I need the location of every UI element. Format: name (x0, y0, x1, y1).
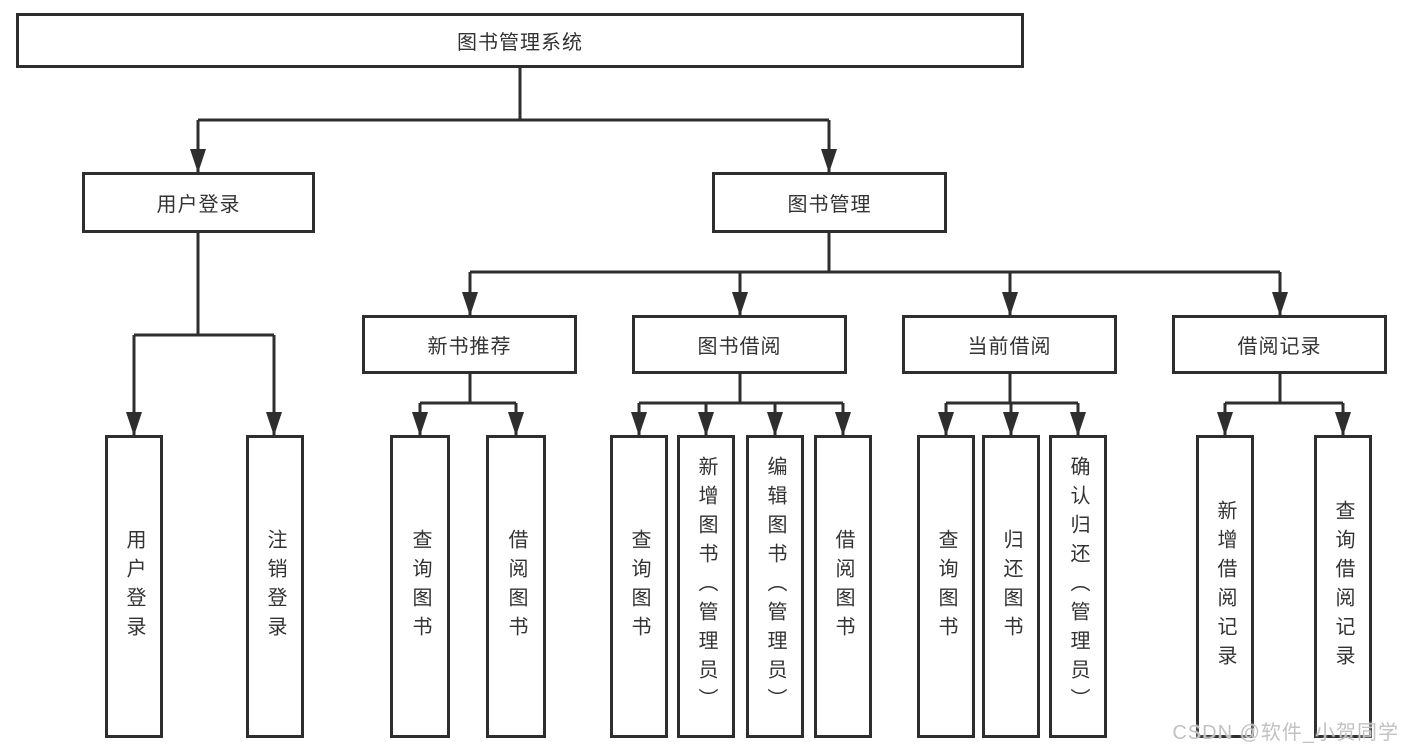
leaf-current-query-books-label: 查询图书 (935, 528, 957, 645)
leaf-current-query-books: 查询图书 (917, 435, 975, 738)
node-book-management-label: 图书管理 (787, 194, 872, 216)
leaf-logout-login-label: 注销登录 (264, 528, 286, 645)
leaf-return-books: 归还图书 (982, 435, 1040, 738)
node-new-book-recommend-label: 新书推荐 (427, 336, 512, 358)
leaf-edit-books-admin-label: 编辑图书（管理员） (764, 456, 786, 717)
node-current-borrow-label: 当前借阅 (967, 336, 1052, 358)
leaf-edit-books-admin: 编辑图书（管理员） (746, 435, 804, 738)
node-root: 图书管理系统 (16, 13, 1024, 68)
node-user-login-label: 用户登录 (156, 194, 241, 216)
leaf-query-borrow-record-label: 查询借阅记录 (1332, 499, 1354, 674)
leaf-newbook-query-books-label: 查询图书 (409, 528, 431, 645)
leaf-user-login: 用户登录 (105, 435, 163, 738)
leaf-add-borrow-record: 新增借阅记录 (1196, 435, 1254, 738)
leaf-add-borrow-record-label: 新增借阅记录 (1214, 499, 1236, 674)
node-book-borrow: 图书借阅 (632, 315, 847, 374)
leaf-borrow-books: 借阅图书 (814, 435, 872, 738)
leaf-add-books-admin-label: 新增图书（管理员） (695, 456, 717, 717)
leaf-newbook-query-books: 查询图书 (390, 435, 450, 738)
node-new-book-recommend: 新书推荐 (362, 315, 577, 374)
leaf-return-books-label: 归还图书 (1000, 528, 1022, 645)
leaf-user-login-label: 用户登录 (123, 528, 145, 645)
leaf-newbook-borrow-books: 借阅图书 (486, 435, 546, 738)
leaf-query-borrow-record: 查询借阅记录 (1314, 435, 1372, 738)
leaf-confirm-return-admin-label: 确认归还（管理员） (1067, 456, 1089, 717)
node-current-borrow: 当前借阅 (902, 315, 1117, 374)
leaf-borrow-query-books-label: 查询图书 (628, 528, 650, 645)
node-borrow-records: 借阅记录 (1172, 315, 1387, 374)
node-borrow-records-label: 借阅记录 (1237, 336, 1322, 358)
node-user-login: 用户登录 (82, 172, 315, 233)
leaf-borrow-books-label: 借阅图书 (832, 528, 854, 645)
leaf-logout-login: 注销登录 (246, 435, 304, 738)
leaf-confirm-return-admin: 确认归还（管理员） (1049, 435, 1107, 738)
node-book-borrow-label: 图书借阅 (697, 336, 782, 358)
leaf-add-books-admin: 新增图书（管理员） (677, 435, 735, 738)
node-root-label: 图书管理系统 (457, 32, 583, 54)
csdn-watermark: CSDN @软件_小贺同学 (1172, 722, 1399, 744)
leaf-newbook-borrow-books-label: 借阅图书 (505, 528, 527, 645)
leaf-borrow-query-books: 查询图书 (610, 435, 668, 738)
node-book-management: 图书管理 (712, 172, 947, 233)
